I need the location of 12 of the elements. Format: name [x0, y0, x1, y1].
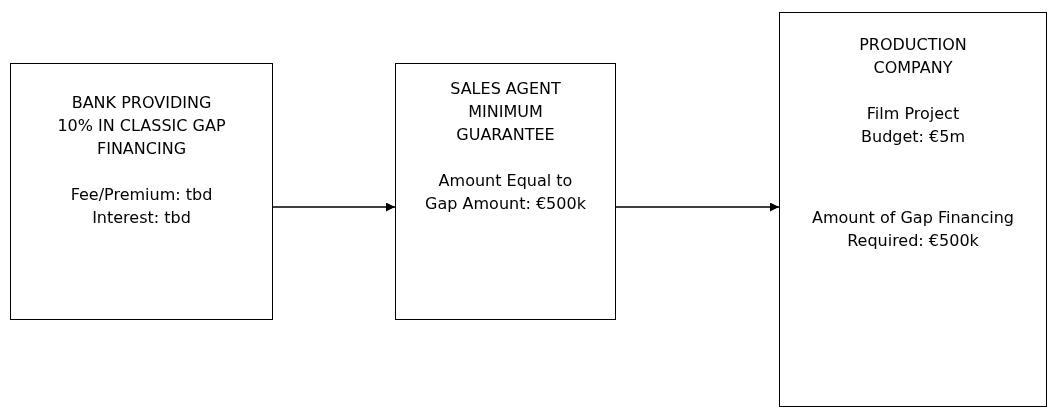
box-heading: BANK PROVIDING 10% IN CLASSIC GAP FINANCING — [56, 92, 227, 160]
arrow — [272, 202, 396, 212]
arrow — [615, 202, 780, 212]
box-heading: SALES AGENT MINIMUM GUARANTEE — [449, 78, 562, 146]
process-box — [779, 12, 1047, 407]
box-heading: PRODUCTION COMPANY — [858, 34, 968, 79]
process-box — [395, 63, 616, 320]
box-text: Fee/Premium: tbd Interest: tbd — [69, 184, 214, 229]
box-text: Film Project Budget: €5m — [860, 103, 966, 148]
box-text: Amount of Gap Financing Required: €500k — [811, 207, 1015, 252]
process-box — [10, 63, 273, 320]
box-text: Amount Equal to Gap Amount: €500k — [424, 170, 587, 215]
